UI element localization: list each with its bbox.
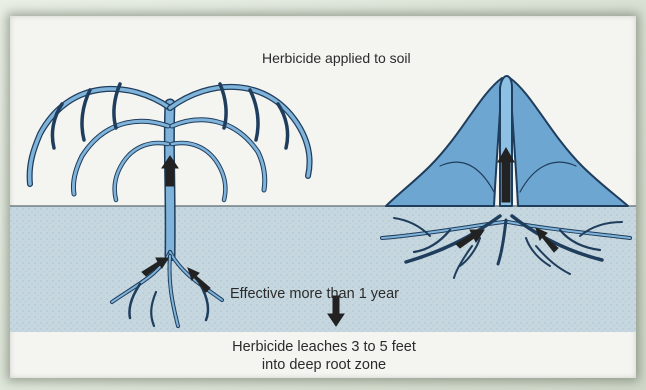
right-plant-right-leaf (510, 78, 628, 206)
top-caption: Herbicide applied to soil (262, 50, 411, 66)
bottom-caption-line1: Herbicide leaches 3 to 5 feet (194, 338, 454, 356)
diagram-art (10, 16, 636, 378)
left-plant-branch (115, 143, 168, 200)
diagram-panel: Herbicide applied to soil Effective more… (10, 16, 636, 378)
left-plant-branch (73, 121, 168, 194)
bottom-caption-line2: into deep root zone (194, 356, 454, 374)
soil-layer (10, 206, 636, 332)
bottom-caption: Herbicide leaches 3 to 5 feet into deep … (194, 338, 454, 374)
left-plant-branch (172, 120, 265, 190)
left-plant-branch (172, 143, 225, 200)
middle-caption: Effective more than 1 year (230, 286, 399, 302)
right-plant-left-leaf (386, 78, 502, 206)
